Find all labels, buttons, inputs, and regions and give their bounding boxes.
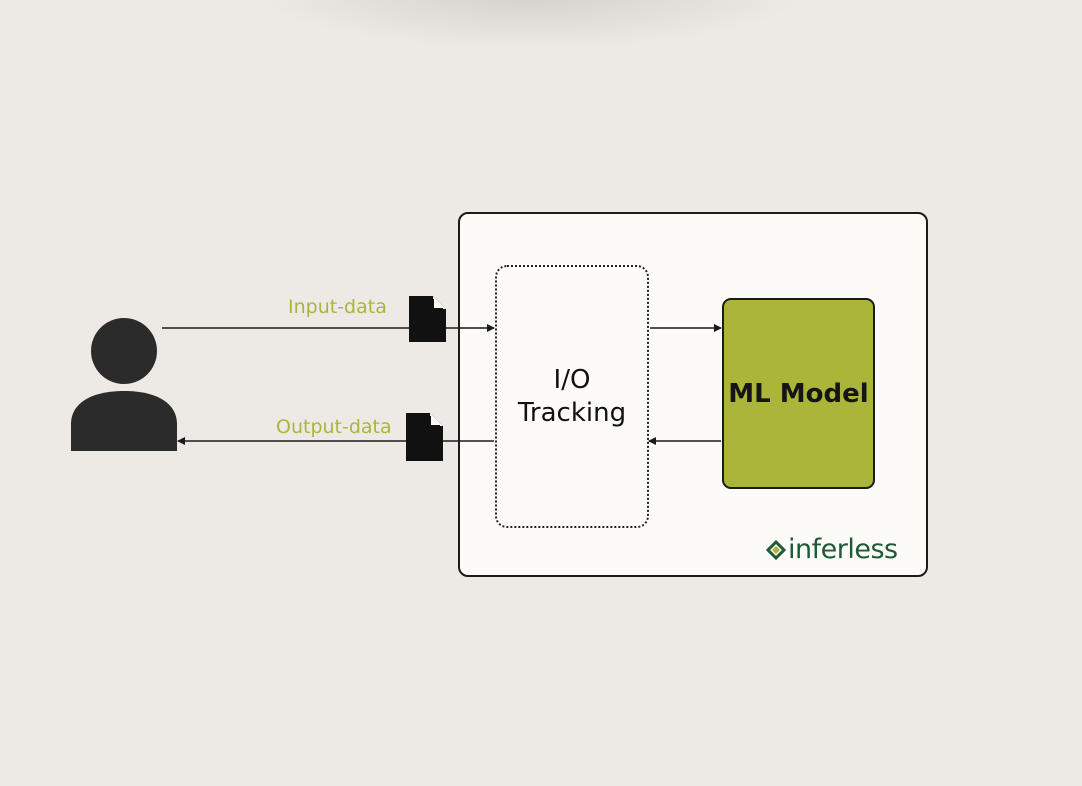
output-data-label: Output-data [276,416,392,438]
input-data-label: Input-data [288,296,387,318]
input-file-icon [409,296,446,342]
output-file-icon [406,413,443,461]
inferless-logo-icon [766,539,786,560]
ml-model-label: ML Model [728,378,869,409]
brand-name: inferless [788,534,898,565]
inferless-logo: inferless [766,534,898,565]
io-tracking-line1: I/O [553,364,591,395]
io-tracking-line2: Tracking [517,397,627,428]
ml-model-box: ML Model [722,298,875,489]
io-tracking-box: I/O Tracking [495,265,649,528]
user-icon [71,318,177,451]
